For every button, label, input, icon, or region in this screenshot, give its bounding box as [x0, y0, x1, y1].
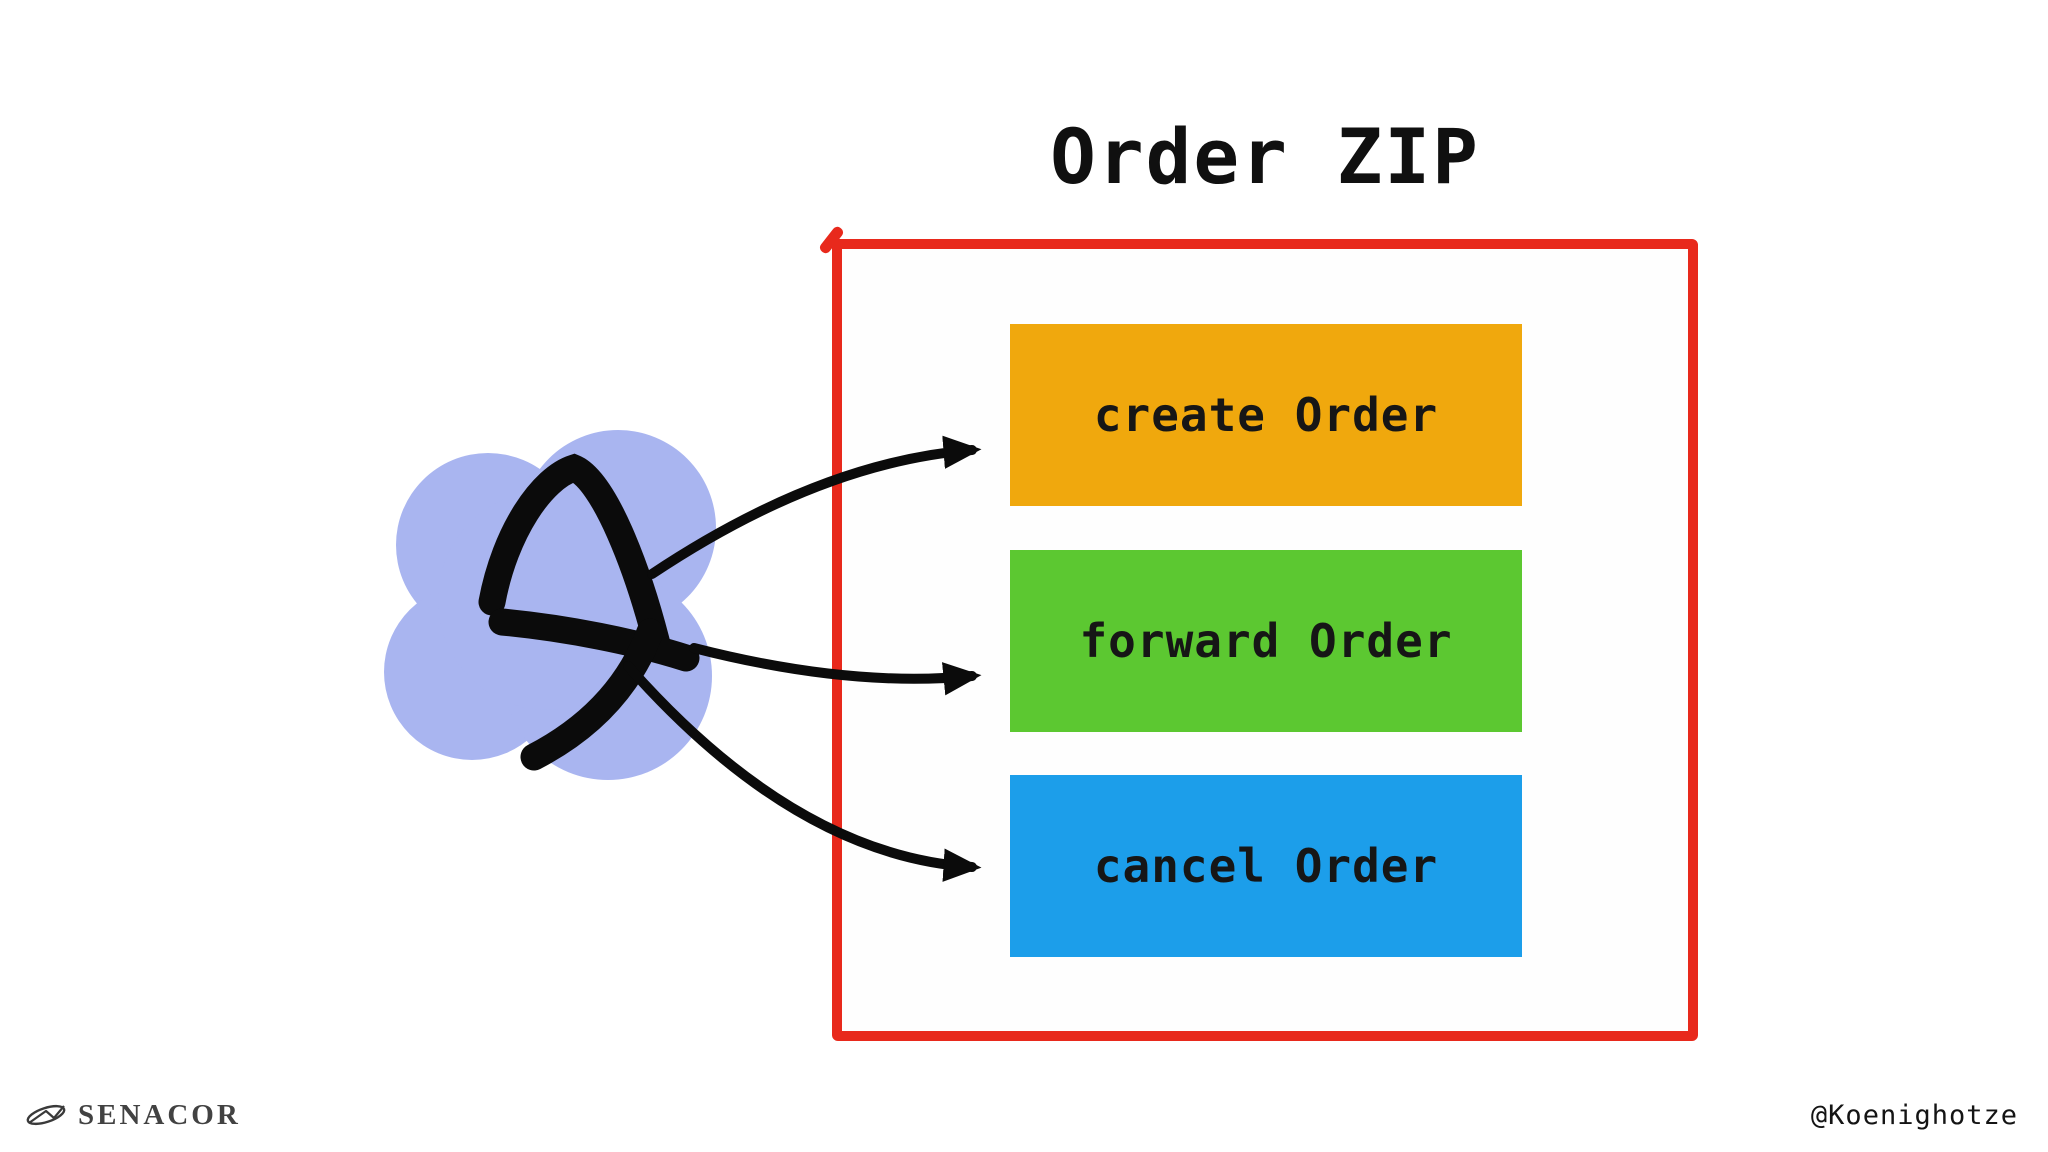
create-order-label: create Order [1093, 388, 1439, 442]
forward-order-label: forward Order [1079, 614, 1453, 668]
forward-order-box: forward Order [1010, 550, 1522, 732]
diagram-title: Order ZIP [1050, 112, 1480, 201]
order-zip-container: create Order forward Order cancel Order [832, 239, 1698, 1041]
senacor-swoosh-icon [26, 1104, 66, 1126]
cancel-order-label: cancel Order [1093, 839, 1439, 893]
brand-logo: SENACOR [24, 1098, 241, 1132]
create-order-box: create Order [1010, 324, 1522, 506]
lambda-scribble-icon [478, 453, 700, 771]
author-handle: @Koenighotze [1810, 1100, 2018, 1131]
cancel-order-box: cancel Order [1010, 775, 1522, 957]
cloud-blob-icon [384, 430, 716, 780]
brand-name: SENACOR [78, 1098, 241, 1131]
